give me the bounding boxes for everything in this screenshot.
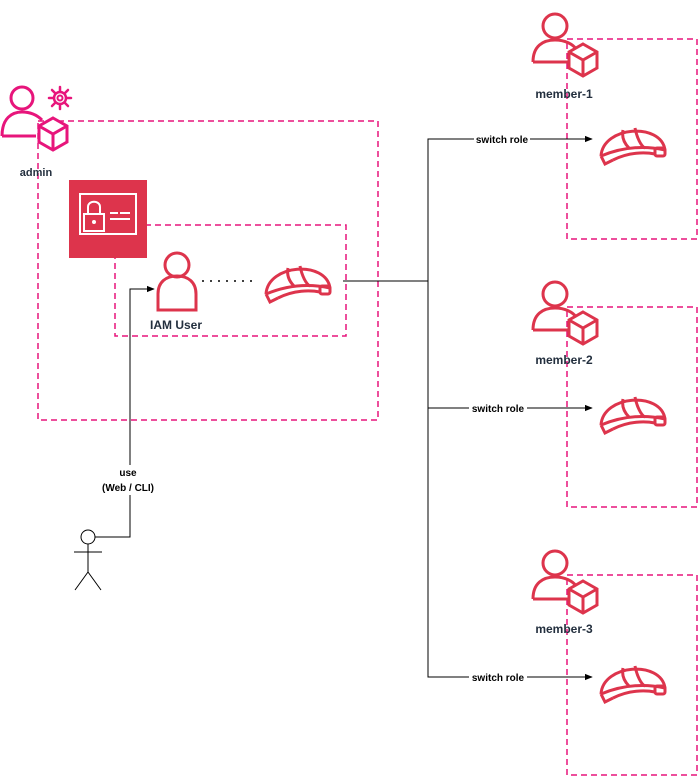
- member-3-account-user-icon: [531, 549, 599, 615]
- admin-role-helmet-icon: [264, 264, 332, 304]
- iam-identity-card-icon: [69, 180, 147, 258]
- admin-account-label: admin: [20, 167, 53, 179]
- switch-role-label-3: switch role: [472, 673, 525, 684]
- switch-role-label-2: switch role: [472, 404, 525, 415]
- switch-role-edge-1: [427, 135, 593, 281]
- member-2-account-user-icon: [531, 280, 599, 346]
- iam-user-label: IAM User: [150, 318, 202, 332]
- use-label: use: [119, 468, 137, 479]
- member-3-label: member-3: [535, 622, 593, 636]
- iam-user-icon: [156, 251, 198, 312]
- iam-boundary: [114, 224, 347, 337]
- member-2-label: member-2: [535, 353, 593, 367]
- member-1-label: member-1: [535, 87, 593, 101]
- stick-figure-actor-icon: [74, 529, 102, 591]
- gear-icon: [47, 85, 73, 111]
- member-2-account-boundary: [566, 306, 698, 508]
- switch-role-edge-3: [427, 281, 593, 681]
- use-edge: [95, 285, 155, 538]
- use-label-sub: (Web / CLI): [102, 483, 154, 494]
- member-3-account-boundary: [566, 574, 698, 776]
- member-1-account-user-icon: [531, 12, 599, 78]
- member-1-role-helmet-icon: [599, 126, 667, 166]
- member-2-role-helmet-icon: [599, 395, 667, 435]
- member-3-role-helmet-icon: [599, 664, 667, 704]
- switch-role-label-1: switch role: [476, 135, 529, 146]
- admin-account-user-icon: [0, 85, 69, 152]
- admin-account-boundary: [37, 120, 379, 421]
